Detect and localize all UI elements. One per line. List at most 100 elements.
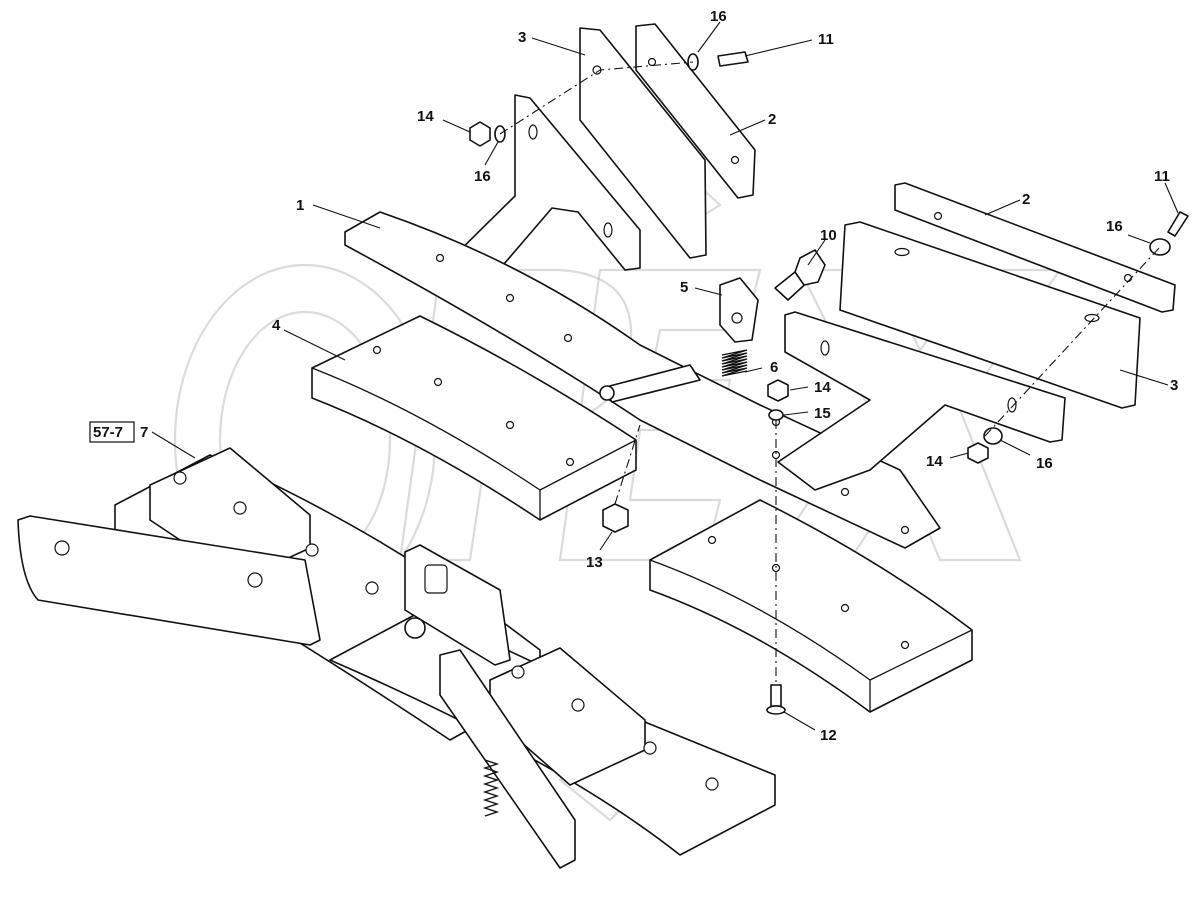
reference-box-frame (89, 421, 135, 443)
pivot-pin-head (599, 385, 615, 401)
reference-box-57-7[interactable]: 57-7 (89, 421, 135, 443)
bolt-10-head (794, 249, 826, 286)
callout-3-upper: 3 (518, 29, 526, 46)
leader-14-right (949, 452, 969, 459)
callout-5: 5 (680, 279, 688, 296)
assembly-7-lower-bracket (439, 649, 576, 869)
leader-12 (783, 711, 816, 731)
bracket-slot-upper (528, 124, 538, 140)
leader-lines (151, 21, 1179, 731)
leader-14-upper (442, 119, 471, 133)
strip-2-upper-hole-b (730, 155, 740, 165)
nut-13 (602, 503, 629, 533)
clip-5-hole (731, 312, 743, 324)
arm-1-hole-b (505, 293, 515, 303)
pad-4-right-side (649, 559, 871, 712)
callout-13: 13 (586, 554, 603, 571)
strip-2-upper-face (635, 23, 756, 199)
leader-13 (599, 531, 613, 551)
nut-14-right (967, 442, 989, 464)
centerline-upper (499, 61, 694, 135)
pivot-pin (599, 364, 701, 403)
strip-2-upper-hole-a (647, 57, 657, 67)
assembly-7-bolt-a (54, 540, 70, 556)
centerline-right (984, 246, 1161, 437)
assembly-7-nut-c (305, 543, 319, 557)
right-bracket-slot-b (1007, 397, 1017, 413)
assembly-7-nut-e (511, 665, 525, 679)
callout-2-right: 2 (1022, 191, 1030, 208)
leader-4 (283, 329, 346, 361)
leader-6 (744, 367, 763, 373)
pad-4-edge (539, 439, 637, 491)
pad-4-hole-b (433, 377, 443, 387)
callout-16-top: 16 (710, 8, 727, 25)
assembly-7-nut-f (571, 698, 585, 712)
pad-4-right-hole-a (707, 535, 717, 545)
arm-1-hole-f (840, 487, 850, 497)
right-bracket-slot-a (820, 340, 830, 356)
leader-2-right (984, 199, 1021, 216)
callout-7: 7 (140, 424, 148, 441)
pad-4-right-hole-d (900, 640, 910, 650)
callout-16-left: 16 (474, 168, 491, 185)
plate-3-right-face (839, 221, 1141, 409)
plate-3-upper-face (579, 27, 707, 259)
part-3-upper-plate (579, 27, 707, 259)
pad-4-hole-c (505, 420, 515, 430)
right-bracket (777, 311, 1066, 491)
right-bracket-face (777, 311, 1066, 491)
leader-7 (151, 431, 196, 459)
clip-5-face (719, 277, 759, 343)
callout-4: 4 (272, 317, 281, 334)
callout-14-right: 14 (926, 453, 943, 470)
plate-3-right-slot-b (1084, 313, 1100, 323)
assembly-7-handle-slot (424, 564, 448, 594)
strip-2-right-face (894, 182, 1176, 313)
bolt-11-right (1167, 211, 1189, 237)
arm-1-hole-g (900, 525, 910, 535)
leader-16-right (1127, 234, 1151, 244)
assembly-7-knob (404, 617, 426, 639)
callout-16-lower-right: 16 (1036, 455, 1053, 472)
bolt-12-shank (770, 684, 782, 707)
leader-10 (807, 239, 826, 266)
bolt-11-upper (717, 51, 749, 67)
assembly-7-bolt-b (247, 572, 263, 588)
washer-15 (768, 409, 784, 421)
assembly-7-nut-b (233, 501, 247, 515)
leader-16-top (697, 21, 721, 53)
bolt-12-head (766, 705, 786, 715)
leader-16-left (484, 141, 499, 166)
part-6-spring (721, 349, 748, 377)
leader-2-upper (729, 119, 766, 136)
assembly-7 (17, 447, 776, 869)
assembly-7-spring (482, 759, 500, 817)
leader-16-lower-right (999, 439, 1031, 456)
callout-11-upper: 11 (818, 31, 834, 48)
assembly-7-plate-3 (17, 515, 321, 646)
callout-11-right: 11 (1154, 168, 1170, 185)
leader-14-center (789, 386, 809, 391)
callout-labels: 1 2 2 3 3 4 5 6 7 10 11 11 12 13 14 14 1… (140, 8, 1178, 744)
part-3-right-plate (839, 221, 1141, 409)
pad-4-side-edge (311, 367, 541, 520)
arm-1-hole-a (435, 253, 445, 263)
nut-14-center (767, 379, 789, 402)
pad-4-hole-a (372, 345, 382, 355)
pad-4-right-edge (869, 629, 973, 681)
callout-14-center: 14 (814, 379, 831, 396)
callout-12: 12 (820, 727, 837, 744)
leader-15 (783, 411, 809, 416)
callout-2-upper: 2 (768, 111, 776, 128)
callout-14-upper: 14 (417, 108, 434, 125)
callout-16-right: 16 (1106, 218, 1123, 235)
reference-box-label: 57-7 (93, 424, 123, 441)
part-1-bracket (439, 94, 641, 293)
pad-4-hole-d (565, 457, 575, 467)
hardware (469, 51, 1189, 715)
centerline-nut-13 (614, 424, 641, 505)
nut-14-upper (469, 121, 491, 147)
part-2-upper-strip (635, 23, 756, 199)
